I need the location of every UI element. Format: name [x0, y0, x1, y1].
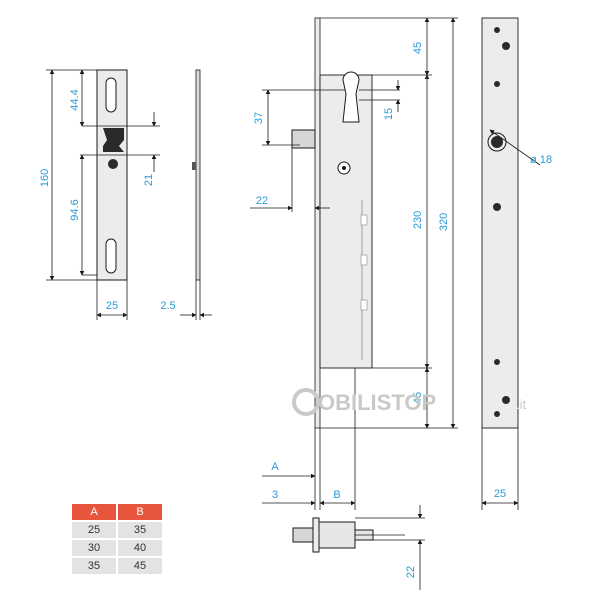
bolt-hole [108, 159, 118, 169]
long-strike-plate [481, 17, 519, 429]
size-table: A B 25 35 30 40 35 45 [70, 502, 164, 576]
long-strike-dims [481, 129, 541, 510]
table-cell: 45 [118, 558, 162, 574]
plate-slot-label: 21 [143, 174, 155, 186]
table-row: 25 35 [72, 522, 162, 538]
table-cell: 35 [118, 522, 162, 538]
overall-height-label: 320 [438, 213, 450, 231]
plate-side-view [192, 69, 201, 281]
thickness-dimension [180, 280, 212, 320]
bolt [291, 129, 316, 149]
plate-lower-label: 94.6 [69, 199, 81, 220]
table-cell: 25 [72, 522, 116, 538]
watermark: OBILISTOP .it [292, 388, 527, 416]
plate-dimensions [46, 69, 160, 320]
bolt-height-label: 22 [405, 566, 417, 578]
bottom-offset-label: 45 [412, 392, 424, 404]
table-header-row: A B [72, 504, 162, 520]
hole-spacing-label: 230 [412, 211, 424, 229]
lock-dimensions [250, 17, 458, 510]
cyl-offset-label: 15 [383, 108, 395, 120]
long-strike-body [481, 17, 519, 429]
backset-a-label: A [271, 461, 279, 473]
table-row: 30 40 [72, 540, 162, 556]
strike-plate [96, 69, 128, 281]
plate-width-label: 25 [106, 300, 118, 312]
table-header-a: A [72, 504, 116, 520]
upper-slot [105, 77, 117, 113]
bolt-detail-dims [355, 505, 425, 590]
table-header-b: B [118, 504, 162, 520]
table-cell: 30 [72, 540, 116, 556]
table-cell: 35 [72, 558, 116, 574]
plate-thickness-label: 2.5 [160, 300, 175, 312]
strike-width-label: 25 [494, 488, 506, 500]
latch-opening [103, 128, 124, 152]
lock-body [291, 17, 373, 429]
top-offset-label: 45 [412, 42, 424, 54]
lower-slot [105, 238, 117, 274]
plate-upper-label: 44.4 [69, 89, 81, 110]
cyl-height-label: 37 [253, 112, 265, 124]
table-cell: 40 [118, 540, 162, 556]
plate-total-label: 160 [39, 169, 51, 187]
bolt-throw-label: 22 [256, 195, 268, 207]
backset-b-label: B [333, 489, 340, 501]
watermark-brand: OBILISTOP [318, 390, 436, 415]
faceplate [314, 17, 321, 429]
watermark-tld: .it [516, 397, 527, 412]
front-3-label: 3 [272, 489, 278, 501]
hole-diameter-label: ø 18 [530, 154, 552, 166]
cylinder-hole [342, 71, 360, 123]
table-row: 35 45 [72, 558, 162, 574]
